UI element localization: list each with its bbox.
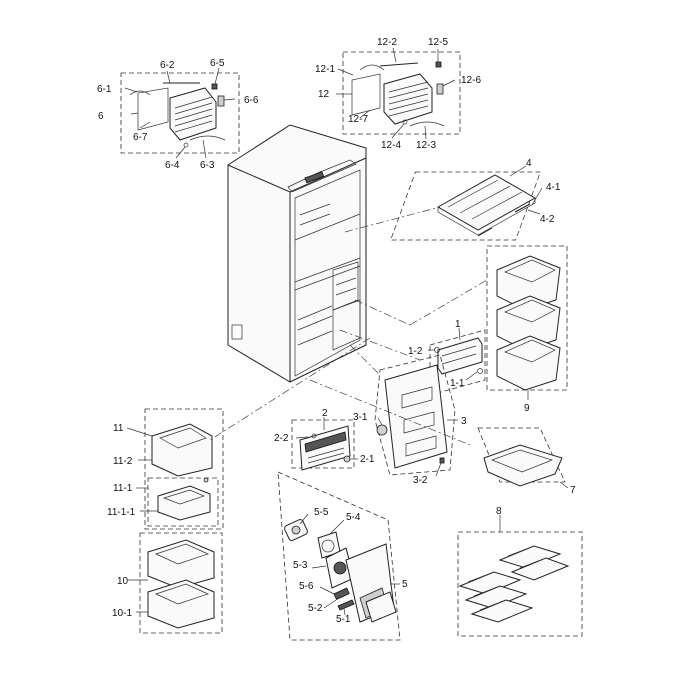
part-4-shelf (436, 174, 537, 231)
label-2-2: 2-2 (274, 433, 289, 444)
assembly-11: 11 11-2 11-1 11-1-1 (107, 408, 224, 530)
part-12-4 (402, 119, 408, 125)
label-10: 10 (117, 576, 129, 587)
part-5-2 (333, 587, 350, 600)
label-5-2: 5-2 (308, 603, 323, 614)
part-10-1-drawer (147, 579, 215, 629)
label-11: 11 (113, 423, 124, 434)
label-9: 9 (524, 403, 530, 414)
assembly-12-frame (342, 51, 461, 135)
part-11-2-drawer (151, 423, 213, 477)
label-12-4: 12-4 (381, 140, 401, 151)
label-6-3: 6-3 (200, 160, 215, 171)
assembly-2: 2 2-2 2-1 (274, 408, 375, 471)
part-1-rail (437, 337, 483, 375)
label-4-1: 4-1 (546, 182, 561, 193)
assembly-3-frame (374, 354, 456, 476)
label-6-1: 6-1 (97, 84, 112, 95)
label-3-1: 3-1 (353, 412, 368, 423)
part-6-1-clip (129, 90, 151, 96)
label-6-2: 6-2 (160, 60, 175, 71)
label-5: 5 (402, 579, 408, 590)
label-6-4: 6-4 (165, 160, 180, 171)
label-5-3: 5-3 (293, 560, 308, 571)
label-12-6: 12-6 (461, 75, 481, 86)
assembly-10-frame (139, 532, 223, 634)
label-12: 12 (318, 89, 330, 100)
cabinet-body (227, 124, 367, 383)
label-11-1: 11-1 (113, 483, 133, 494)
part-9-drawer-middle (496, 295, 561, 351)
part-6-4 (183, 142, 189, 148)
part-5-1 (337, 599, 355, 611)
part-10-drawer (147, 539, 215, 589)
assembly-5: 5-5 5-4 5-3 5-6 5-2 5-1 5 (277, 471, 408, 641)
refrigerator-cabinet (227, 124, 367, 383)
assembly-6: 6-1 6 6-2 6-5 6-6 6-7 6-4 6-3 (97, 58, 259, 171)
label-5-5: 5-5 (314, 507, 329, 518)
assembly-7-frame (477, 427, 566, 483)
part-6-6 (217, 95, 225, 107)
label-12-5: 12-5 (428, 37, 448, 48)
label-12-2: 12-2 (377, 37, 397, 48)
assembly-12: 12-2 12-5 12-1 12-6 12 12-7 12-4 12-3 (315, 37, 481, 151)
label-2-1: 2-1 (360, 454, 375, 465)
part-12-5 (435, 61, 442, 68)
assembly-8: 8 (457, 506, 583, 637)
assembly-10: 10 10-1 (112, 532, 223, 634)
assembly-3: 3-1 3 3-2 (353, 354, 467, 486)
label-7: 7 (570, 485, 576, 496)
part-9-drawer-bottom (496, 335, 561, 391)
part-12-3-heater (409, 121, 445, 127)
part-7-tray (483, 444, 563, 487)
assembly-5-frame (277, 471, 401, 641)
assembly-8-frame (457, 531, 583, 637)
assembly-11-frame (144, 408, 224, 530)
part-6-3-heater (189, 135, 226, 141)
label-2: 2 (322, 408, 328, 419)
part-9-drawer-top (496, 255, 561, 311)
part-6-5 (211, 83, 218, 90)
label-5-4: 5-4 (346, 512, 361, 523)
part-3-2 (439, 457, 445, 464)
label-11-1-1: 11-1-1 (107, 507, 136, 518)
cabinet-label-plate (231, 324, 243, 340)
part-12-1-clip (359, 64, 385, 71)
label-1: 1 (455, 319, 461, 330)
label-8: 8 (496, 506, 502, 517)
label-10-1: 10-1 (112, 608, 132, 619)
label-4-2: 4-2 (540, 214, 555, 225)
label-6-6: 6-6 (244, 95, 259, 106)
label-6-7: 6-7 (133, 132, 148, 143)
cabinet-interior (294, 169, 361, 377)
assembly-11-1-frame (147, 477, 219, 527)
assembly-7: 7 (477, 427, 576, 496)
assembly-2-frame (291, 419, 355, 469)
assembly-4-frame (390, 171, 541, 241)
label-12-1: 12-1 (315, 64, 335, 75)
label-12-7: 12-7 (348, 114, 368, 125)
part-6-evaporator (169, 87, 217, 141)
leader-lines (209, 206, 488, 446)
part-12-7-cover (351, 73, 381, 116)
label-4: 4 (526, 158, 532, 169)
assembly-4: 4 4-1 4-2 (390, 158, 561, 241)
label-3-2: 3-2 (413, 475, 428, 486)
label-1-2: 1-2 (408, 346, 423, 357)
label-1-1: 1-1 (450, 378, 465, 389)
assembly-9-frame (486, 245, 568, 391)
label-5-6: 5-6 (299, 581, 314, 592)
part-12-2-wire (379, 62, 419, 67)
part-12-6 (436, 83, 444, 95)
part-6-7-cover (137, 87, 169, 131)
label-3: 3 (461, 416, 467, 427)
label-12-3: 12-3 (416, 140, 436, 151)
label-6: 6 (98, 111, 104, 122)
label-11-2: 11-2 (113, 456, 133, 467)
part-3-1 (376, 424, 388, 436)
label-5-1: 5-1 (336, 614, 351, 625)
label-6-5: 6-5 (210, 58, 225, 69)
assembly-9: 9 (486, 245, 568, 414)
